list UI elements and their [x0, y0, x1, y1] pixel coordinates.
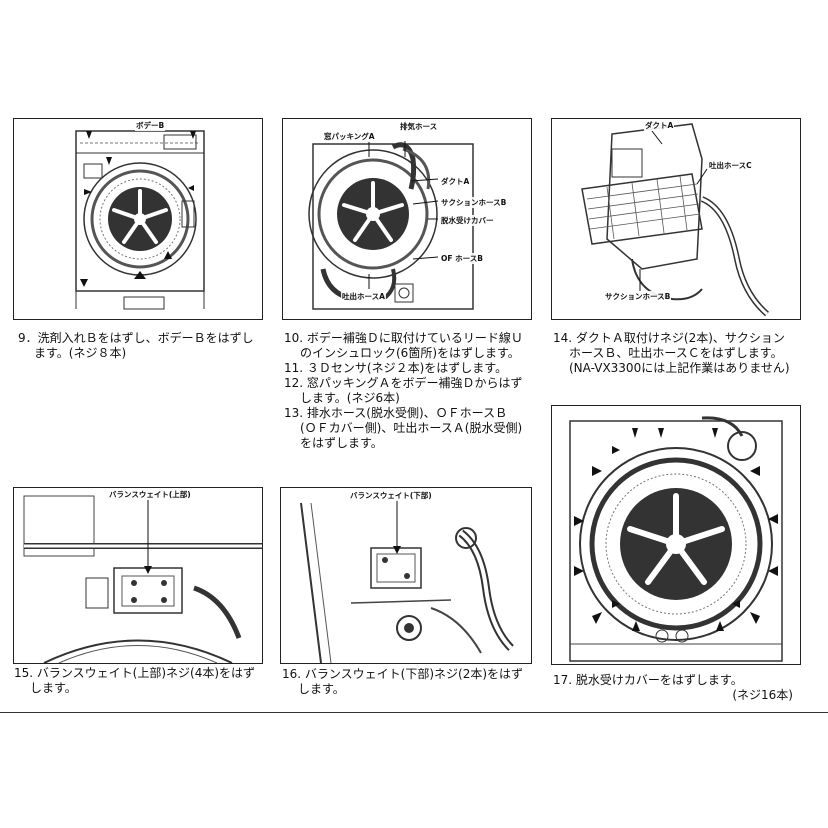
balance-weight-upper-illustration [23, 495, 262, 663]
figure-step-10-13: 窓パッキングA 排気ホース ダクトA サクションホースB 脱水受けカバー OF … [282, 118, 532, 320]
step-14-line-2: ホースＢ、吐出ホースＣをはずします。 [569, 346, 783, 360]
step-9-line-1: 9．洗剤入れＢをはずし、ボデーＢをはずし [18, 331, 254, 345]
drain-cover-illustration [569, 416, 783, 662]
step-9-text: 9．洗剤入れＢをはずし、ボデーＢをはずし ます。(ネジ８本) [18, 331, 254, 361]
step-14-text: 14. ダクトＡ取付けネジ(2本)、サクション ホースＢ、吐出ホースＣをはずしま… [553, 331, 790, 376]
washer-hoses-illustration [308, 141, 474, 310]
step-16-line-2: します。 [298, 682, 345, 696]
figure-step-17 [551, 405, 801, 665]
balance-weight-lower-illustration [300, 500, 514, 663]
washer-front-illustration [75, 130, 205, 310]
step-16-text: 16. バランスウェイト(下部)ネジ(2本)をはず します。 [282, 667, 523, 697]
step-12-line-1: 12. 窓パッキングＡをボデー補強Ｄからはず [284, 376, 523, 390]
label-of-hose: OF ホースB [440, 253, 484, 264]
figure-step-9: ボデーB [13, 118, 263, 320]
label-outlet-hose-a: 吐出ホースA [341, 291, 386, 302]
step-17-line-2: (ネジ16本) [732, 688, 793, 702]
label-balance-weight-lower: バランスウェイト(下部) [349, 490, 433, 501]
label-window-packing: 窓パッキングA [323, 131, 376, 142]
step-13-line-3: をはずします。 [300, 436, 383, 450]
step-9-line-2: ます。(ネジ８本) [34, 346, 127, 360]
label-drain-cover: 脱水受けカバー [440, 215, 495, 226]
label-duct-a: ダクトA [644, 120, 675, 131]
label-balance-weight-upper: バランスウェイト(上部) [108, 489, 192, 500]
figure-step-16: バランスウェイト(下部) [280, 487, 532, 664]
step-13-line-1: 13. 排水ホース(脱水受側)、ＯＦホースＢ [284, 406, 508, 420]
step-10-line-2: のインシュロック(6箇所)をはずします。 [300, 346, 520, 360]
step-10-line-1: 10. ボデー補強Ｄに取付けているリード線Ｕ [284, 331, 523, 345]
step-14-line-1: 14. ダクトＡ取付けネジ(2本)、サクション [553, 331, 785, 345]
step-12-line-2: します。(ネジ6本) [300, 391, 400, 405]
step-15-line-2: します。 [30, 681, 77, 695]
step-15-line-1: 15. バランスウェイト(上部)ネジ(4本)をはず [14, 666, 256, 680]
figure-step-15: バランスウェイト(上部) [13, 487, 263, 664]
step-14-line-3: (NA-VX3300には上記作業はありません) [569, 361, 790, 375]
label-exhaust-hose: 排気ホース [399, 121, 439, 132]
label-outlet-hose-c: 吐出ホースC [708, 160, 753, 171]
step-16-line-1: 16. バランスウェイト(下部)ネジ(2本)をはず [282, 667, 524, 681]
label-duct: ダクトA [440, 176, 471, 187]
step-11-line-1: 11. ３Ｄセンサ(ネジ２本)をはずします。 [284, 361, 508, 375]
page-divider-line [0, 712, 828, 713]
label-body-b: ボデーB [135, 120, 166, 131]
step-10-13-text: 10. ボデー補強Ｄに取付けているリード線Ｕ のインシュロック(6箇所)をはずし… [284, 331, 523, 451]
step-15-text: 15. バランスウェイト(上部)ネジ(4本)をはず します。 [14, 666, 255, 696]
duct-illustration [581, 123, 770, 317]
label-suction-hose-b: サクションホースB [604, 291, 672, 302]
step-17-line-1: 17. 脱水受けカバーをはずします。 [553, 673, 743, 687]
step-13-line-2: (ＯＦカバー側)、吐出ホースＡ(脱水受側) [300, 421, 523, 435]
figure-step-14: ダクトA 吐出ホースC サクションホースB [551, 118, 801, 320]
step-17-text: 17. 脱水受けカバーをはずします。 (ネジ16本) [553, 673, 793, 703]
label-suction-hose: サクションホースB [440, 197, 508, 208]
